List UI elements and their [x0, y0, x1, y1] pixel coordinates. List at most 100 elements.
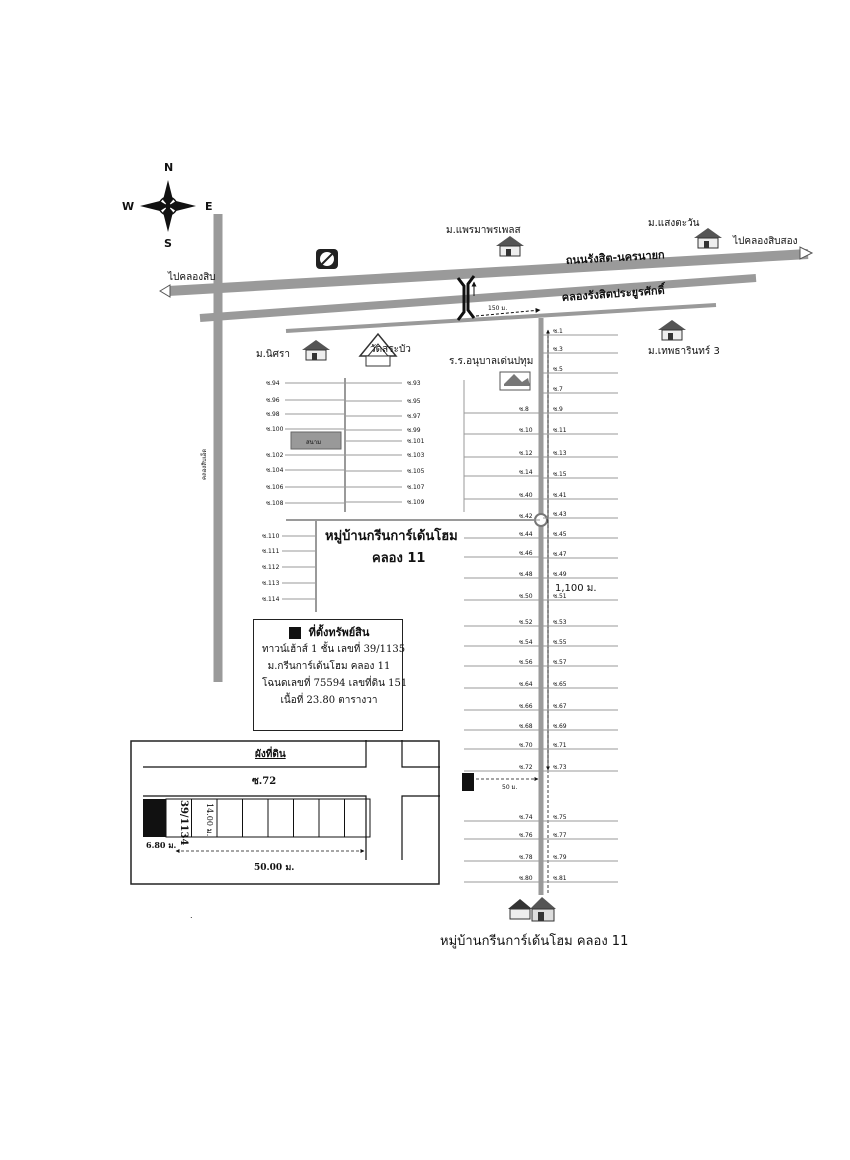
soi-label: ซ.54	[519, 639, 533, 646]
dist-50-label: 50 ม.	[502, 784, 517, 791]
temple-icon	[358, 332, 398, 367]
plot-width-label: 6.80 ม.	[146, 840, 177, 850]
soi-label: ซ.108	[266, 500, 284, 507]
sign-icon	[316, 249, 338, 269]
plot-units	[165, 798, 371, 838]
soi-label: ซ.65	[553, 681, 567, 688]
soi-label: ซ.51	[553, 593, 567, 600]
side-canal-label: คลองสิบเอ็ด	[199, 449, 208, 480]
house-icon	[302, 340, 330, 361]
soi-label: ซ.41	[553, 492, 567, 499]
frontage-road	[285, 303, 717, 333]
house-icon	[496, 236, 524, 257]
property-marker	[462, 773, 474, 791]
soi-label: ซ.105	[407, 468, 425, 475]
compass-north: N	[164, 161, 173, 174]
soi-label: ซ.111	[262, 548, 280, 555]
soi-label: ซ.56	[519, 659, 533, 666]
soi-label: ซ.11	[553, 427, 567, 434]
soi-label: ซ.78	[519, 854, 533, 861]
soi-label: ซ.44	[519, 531, 533, 538]
dist-150-label: 150 ม.	[488, 305, 507, 312]
soi-label: ซ.72	[519, 764, 533, 771]
soi-label: ซ.43	[553, 511, 567, 518]
plot-roads	[143, 740, 440, 860]
east-arrow-icon	[799, 246, 814, 260]
soi-label: ซ.75	[553, 814, 567, 821]
field-area	[290, 431, 342, 450]
soi-label: ซ.64	[519, 681, 533, 688]
plot-soi-label: ซ.72	[252, 776, 276, 787]
soi-label: ซ.97	[407, 413, 421, 420]
soi-label: ซ.96	[266, 397, 280, 404]
soi-label: ซ.49	[553, 571, 567, 578]
compass-rose-icon	[140, 180, 196, 232]
compass-west: W	[122, 200, 134, 213]
soi-label: ซ.52	[519, 619, 533, 626]
to-east-label: ไปคลองสิบสอง	[732, 235, 798, 247]
soi-label: ซ.50	[519, 593, 533, 600]
soi-label: ซ.13	[553, 450, 567, 457]
place-saengtawan: ม.แสงตะวัน	[648, 218, 700, 229]
soi-label: ซ.93	[407, 380, 421, 387]
to-west-label: ไปคลองสิบ	[167, 271, 216, 283]
house-icon	[694, 228, 722, 249]
canal-road	[199, 274, 757, 322]
soi-label: ซ.3	[553, 346, 563, 353]
soi-label: ซ.66	[519, 703, 533, 710]
soi-label: ซ.71	[553, 742, 567, 749]
soi-label: ซ.95	[407, 398, 421, 405]
soi-label: ซ.53	[553, 619, 567, 626]
soi-label: ซ.106	[266, 484, 284, 491]
plot-title: ผังที่ดิน	[255, 746, 286, 760]
info-title-row: ที่ตั้งทรัพย์สิน	[262, 624, 396, 641]
place-theptharin: ม.เทพธารินทร์ 3	[648, 345, 720, 357]
village-name-line2: คลอง 11	[372, 551, 425, 566]
soi-label: ซ.67	[553, 703, 567, 710]
bridge-icon	[456, 275, 476, 321]
soi-label: ซ.9	[553, 406, 563, 413]
soi-label: ซ.100	[266, 426, 284, 433]
soi-label: ซ.47	[553, 551, 567, 558]
bottom-village-title: หมู่บ้านกรีนการ์เด้นโฮม คลอง 11	[440, 933, 628, 949]
soi-label: ซ.8	[519, 406, 529, 413]
soi-label: ซ.102	[266, 452, 284, 459]
plot-length-label: 50.00 ม.	[254, 863, 294, 873]
info-line-3: โฉนดเลขที่ 75594 เลขที่ดิน 151	[262, 678, 408, 689]
place-school: ร.ร.อนุบาลเด่นปทุม	[449, 356, 533, 367]
plot-unit	[344, 798, 371, 838]
field-label: สนาม	[306, 439, 321, 446]
school-icon	[499, 371, 531, 391]
village-name-line1: หมู่บ้านกรีนการ์เด้นโฮม	[325, 527, 458, 544]
soi-label: ซ.48	[519, 571, 533, 578]
soi-label: ซ.55	[553, 639, 567, 646]
soi-label: ซ.46	[519, 550, 533, 557]
soi-label: ซ.81	[553, 875, 567, 882]
soi-label: ซ.15	[553, 471, 567, 478]
soi-label: ซ.14	[519, 469, 533, 476]
soi-label: ซ.79	[553, 854, 567, 861]
soi-label: ซ.5	[553, 366, 563, 373]
soi-label: ซ.80	[519, 875, 533, 882]
plot-diagram-frame	[130, 740, 440, 885]
plot-subject-unit	[143, 799, 166, 837]
soi-label: ซ.42	[519, 513, 533, 520]
soi-label: ซ.1	[553, 328, 563, 335]
soi-label: ซ.74	[519, 814, 533, 821]
soi-label: ซ.112	[262, 564, 280, 571]
compass-east: E	[205, 200, 213, 213]
property-info-box: ที่ตั้งทรัพย์สิน ทาวน์เฮ้าส์ 1 ชั้น เลขท…	[253, 619, 408, 731]
soi-label: ซ.40	[519, 492, 533, 499]
main-road-label: ถนนรังสิต-นครนายก	[565, 248, 665, 267]
soi-label: ซ.45	[553, 531, 567, 538]
dist-1100-label: 1,100 ม.	[555, 583, 597, 594]
soi-label: ซ.104	[266, 467, 284, 474]
soi-label: ซ.7	[553, 386, 563, 393]
compass-south: S	[164, 237, 172, 250]
soi-label: ซ.57	[553, 659, 567, 666]
soi-label: ซ.109	[407, 499, 425, 506]
place-wat: วัดสระบัว	[370, 344, 411, 355]
house-icon	[658, 320, 686, 341]
soi-label: ซ.107	[407, 484, 425, 491]
